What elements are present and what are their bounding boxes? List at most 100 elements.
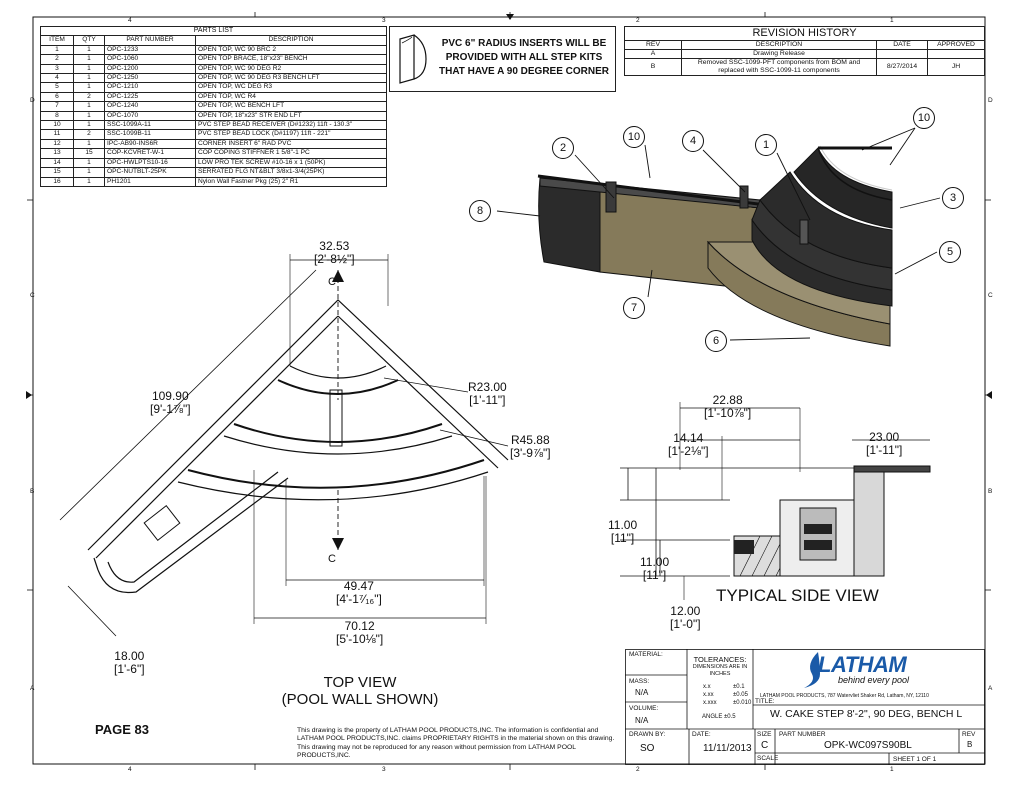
dimension-14-14: 14.14 [1'-2⅛"] bbox=[668, 432, 709, 458]
parts-cell: 5 bbox=[40, 82, 74, 93]
parts-cell: 15 bbox=[40, 167, 74, 178]
parts-cell: 1 bbox=[73, 101, 105, 112]
dimension-109-90: 109.90 [9'-1⅞"] bbox=[150, 390, 191, 416]
sheet-label: SHEET 1 OF 1 bbox=[893, 756, 937, 763]
dimension-value: 12.00 bbox=[670, 604, 701, 618]
size-label: SIZE bbox=[757, 731, 772, 738]
drawn-by-value: SO bbox=[640, 743, 655, 754]
parts-cell: SSC-1099A-11 bbox=[104, 120, 196, 131]
scale-label: SCALE bbox=[757, 755, 779, 762]
mass-label: MASS: bbox=[629, 678, 650, 685]
parts-cell: 1 bbox=[73, 120, 105, 131]
tolerance-row: x.xx±0.05 bbox=[703, 691, 751, 699]
parts-list-title: PARTS LIST bbox=[40, 26, 387, 36]
parts-cell: OPEN TOP BRACE, 18"x23" BENCH bbox=[195, 54, 387, 65]
parts-cell: OPEN TOP, WC 90 DEG R3 BENCH LFT bbox=[195, 73, 387, 84]
tolerance-precision: x.xx bbox=[703, 692, 714, 698]
item-balloon: 1 bbox=[755, 134, 777, 156]
parts-cell: 1 bbox=[73, 110, 105, 122]
zone-number: 2 bbox=[636, 17, 640, 24]
parts-cell: 1 bbox=[73, 54, 105, 65]
dimension-23-00: 23.00 [1'-11"] bbox=[866, 431, 902, 457]
dimension-value: 14.14 bbox=[673, 431, 704, 445]
tolerances-block: TOLERANCES: DIMENSIONS ARE IN INCHES bbox=[689, 655, 751, 677]
parts-cell: OPEN TOP, WC R4 bbox=[195, 91, 387, 103]
item-balloon: 3 bbox=[942, 187, 964, 209]
parts-cell: 1 bbox=[73, 167, 105, 178]
revision-cell bbox=[927, 49, 985, 59]
parts-cell: OPC-1250 bbox=[104, 73, 196, 84]
material-label: MATERIAL: bbox=[629, 651, 663, 658]
parts-cell: 1 bbox=[40, 44, 74, 56]
revision-cell: A bbox=[624, 49, 682, 59]
section-mark-c-top: C bbox=[328, 276, 336, 288]
dimension-11-00-b: 11.00 [11"] bbox=[640, 556, 669, 582]
dimension-imperial: [1'-11"] bbox=[469, 393, 506, 407]
zone-letter: C bbox=[988, 292, 993, 299]
parts-cell: OPC-1240 bbox=[104, 101, 196, 112]
parts-cell: 2 bbox=[40, 54, 74, 65]
parts-cell: OPEN TOP, WC 90 DEG R2 bbox=[195, 63, 387, 75]
parts-cell: 15 bbox=[73, 148, 105, 159]
revision-history-title: REVISION HISTORY bbox=[624, 26, 985, 41]
dimension-imperial: [1'-2⅛"] bbox=[668, 444, 709, 458]
dimension-value: 70.12 bbox=[344, 619, 375, 633]
tolerance-row: x.x±0.1 bbox=[703, 683, 751, 691]
parts-cell: OPC-NUTBLT-25PK bbox=[104, 167, 196, 178]
item-balloon: 10 bbox=[913, 107, 935, 129]
part-number-value: OPK-WC097S90BL bbox=[824, 740, 912, 751]
volume-value: N/A bbox=[635, 716, 649, 725]
revision-cell bbox=[876, 49, 928, 59]
parts-cell: PVC STEP BEAD LOCK (D#1197) 11ft - 221" bbox=[195, 129, 387, 140]
revision-cell: JH bbox=[927, 58, 985, 76]
parts-cell: Nylon Wall Fastner Pkg (25) 2" R1 bbox=[195, 176, 387, 187]
dimension-49-47: 49.47 [4'-1⁷⁄₁₆"] bbox=[336, 580, 382, 606]
parts-cell: 2 bbox=[73, 91, 105, 103]
tolerance-value: ±0.010 bbox=[733, 700, 752, 706]
zone-number: 1 bbox=[890, 17, 894, 24]
parts-cell: 11 bbox=[40, 129, 74, 140]
drawing-title: W. CAKE STEP 8'-2", 90 DEG, BENCH L bbox=[770, 708, 963, 720]
parts-cell: 3 bbox=[40, 63, 74, 75]
section-mark-c-bottom: C bbox=[328, 553, 336, 565]
page-label: PAGE 83 bbox=[95, 722, 149, 737]
view-subtitle: (POOL WALL SHOWN) bbox=[281, 691, 439, 708]
top-view-drawing bbox=[59, 254, 509, 637]
zone-letter: B bbox=[30, 488, 35, 495]
latham-wave-icon bbox=[804, 652, 820, 688]
dimension-imperial: [11"] bbox=[642, 568, 667, 582]
mass-value: N/A bbox=[635, 688, 649, 697]
dimension-imperial: [5'-10⅛"] bbox=[336, 632, 384, 646]
parts-cell: 6 bbox=[40, 91, 74, 103]
tolerance-value: ±0.1 bbox=[733, 684, 745, 690]
revision-cell: B bbox=[624, 58, 682, 76]
dimension-11-00-a: 11.00 [11"] bbox=[608, 519, 637, 545]
parts-cell: CORNER INSERT 6" RAD PVC bbox=[195, 138, 387, 150]
logo-tagline: behind every pool bbox=[838, 675, 910, 685]
dimension-value: 18.00 bbox=[114, 649, 145, 663]
side-view-drawing bbox=[620, 402, 931, 600]
zone-number: 3 bbox=[382, 17, 386, 24]
top-view-title: TOP VIEW (POOL WALL SHOWN) bbox=[280, 674, 440, 708]
parts-cell: LOW PRO TEK SCREW #10-16 x 1 (50PK) bbox=[195, 157, 387, 169]
zone-letter: B bbox=[988, 488, 993, 495]
parts-cell: OPC-HWLPTS10-16 bbox=[104, 157, 196, 169]
note-text: PVC 6" RADIUS INSERTS WILL BE PROVIDED W… bbox=[438, 38, 610, 77]
parts-cell: 7 bbox=[40, 101, 74, 112]
parts-cell: 4 bbox=[40, 73, 74, 84]
dimension-value: 22.88 bbox=[712, 393, 743, 407]
revision-cell: Removed SSC-1099-PFT components from BOM… bbox=[681, 58, 877, 76]
parts-cell: PVC STEP BEAD RECEIVER (D#1232) 11ft - 1… bbox=[195, 120, 387, 131]
